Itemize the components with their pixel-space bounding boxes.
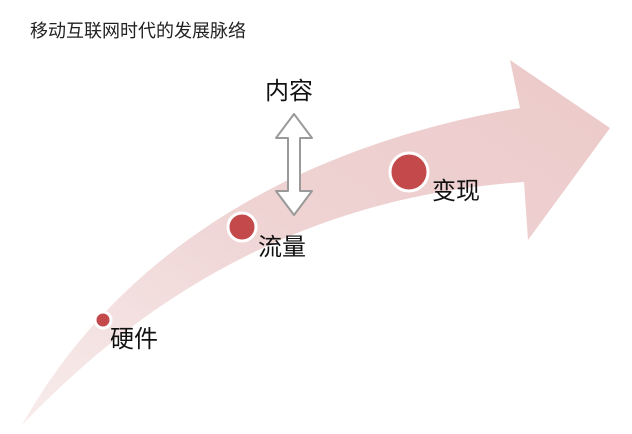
growth-arrow [22,60,610,425]
stage-label-hardware: 硬件 [110,325,158,353]
double-arrow-icon [275,113,313,216]
diagram-title: 移动互联网时代的发展脉络 [30,21,246,42]
stage-label-content: 内容 [265,77,313,105]
stage-label-monetize: 变现 [432,177,480,205]
dot-monetize [388,151,430,193]
dot-hardware [93,310,113,330]
dot-traffic [226,211,258,243]
stage-label-traffic: 流量 [258,233,306,261]
